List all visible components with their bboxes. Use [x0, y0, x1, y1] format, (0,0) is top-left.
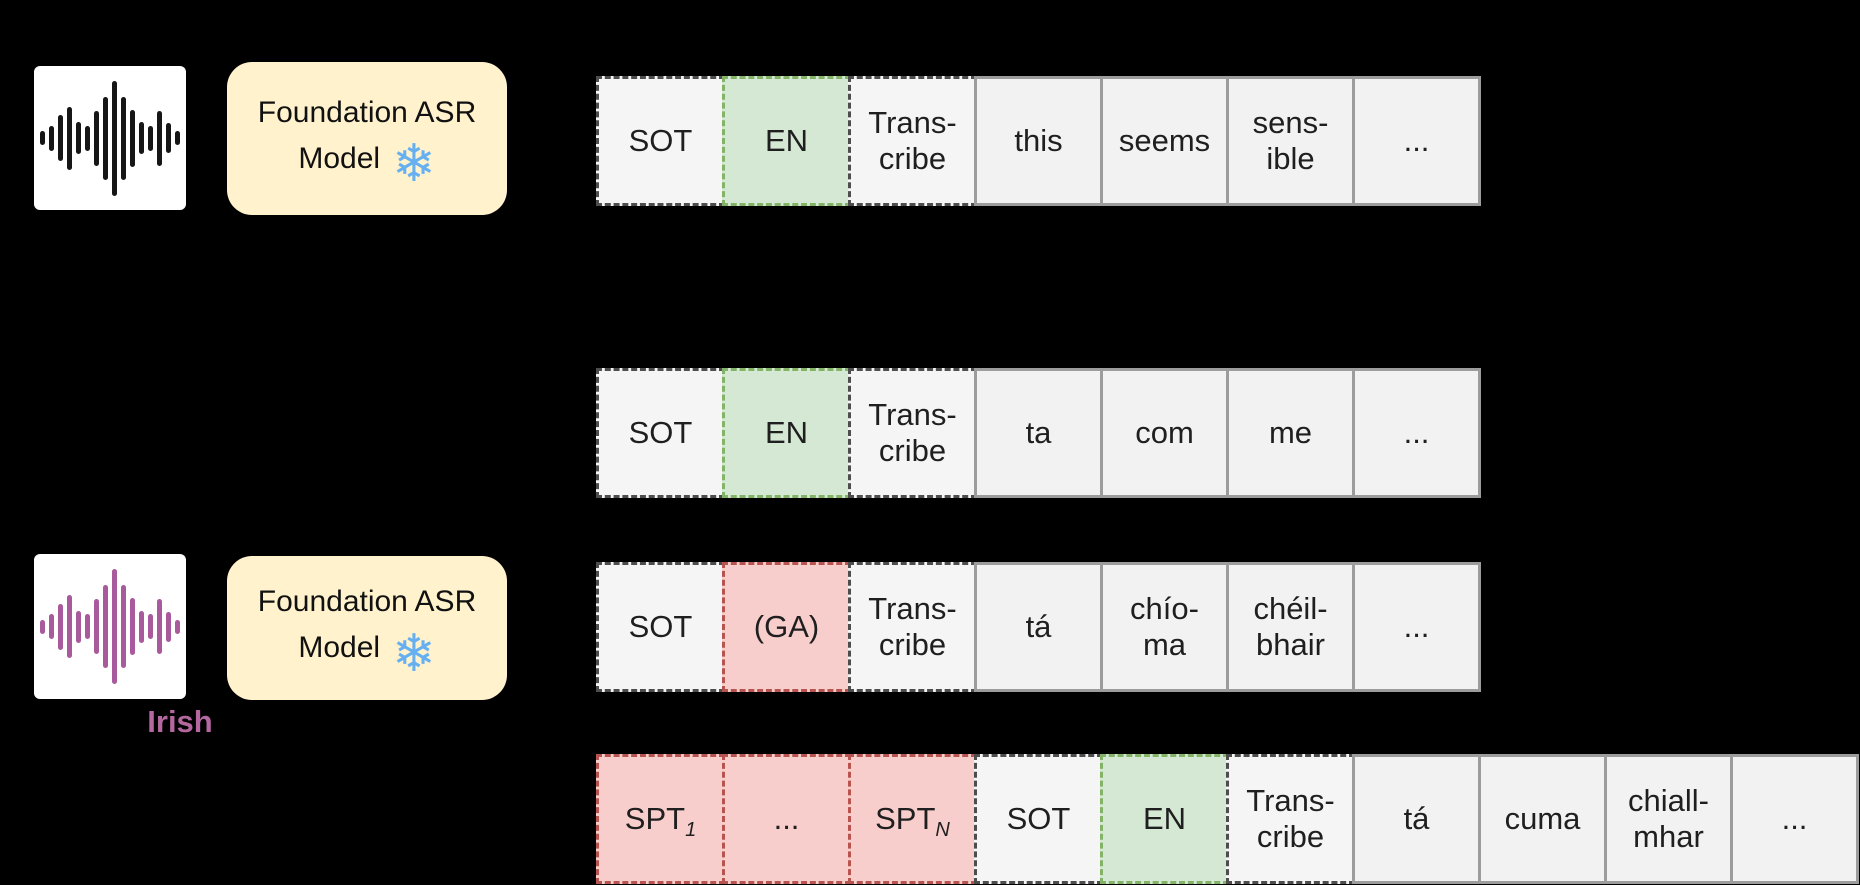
waveform-bar	[85, 125, 90, 151]
token-cell: chéil- bhair	[1226, 562, 1355, 692]
waveform-bar	[94, 599, 99, 654]
waveform-bar	[148, 125, 153, 151]
waveform-bar	[121, 585, 126, 668]
token-cell: seems	[1100, 76, 1229, 206]
token-cell: EN	[722, 76, 851, 206]
token-cell: ...	[1352, 76, 1481, 206]
model-box-label-line2: Model	[298, 141, 381, 175]
foundation-asr-model-box-irish: Foundation ASR Model ❄	[227, 556, 507, 700]
token-cell: SOT	[596, 562, 725, 692]
snowflake-frozen-icon: ❄	[392, 135, 436, 194]
waveform-bar	[112, 80, 117, 196]
token-cell: EN	[722, 368, 851, 498]
waveform-bar	[157, 599, 162, 654]
foundation-asr-model-box-english: Foundation ASR Model ❄	[227, 62, 507, 215]
token-cell: SOT	[596, 368, 725, 498]
token-cell: ...	[1352, 368, 1481, 498]
irish-language-label: Irish	[147, 704, 213, 739]
waveform-bar	[76, 122, 81, 154]
waveform-bar	[121, 96, 126, 180]
waveform-bar	[85, 614, 90, 639]
waveform-bar	[112, 569, 117, 684]
waveform-bar	[139, 122, 144, 154]
token-cell: ...	[1352, 562, 1481, 692]
waveform-bar	[130, 109, 135, 167]
waveform-bar	[76, 610, 81, 643]
token-cell: ...	[722, 754, 851, 884]
token-cell: tá	[1352, 754, 1481, 884]
token-cell: chiall- mhar	[1604, 754, 1733, 884]
token-cell: (GA)	[722, 562, 851, 692]
token-cell: me	[1226, 368, 1355, 498]
waveform-bar	[103, 585, 108, 668]
waveform-bar	[67, 595, 72, 658]
waveform-bar	[49, 125, 54, 151]
waveform-bar	[58, 603, 63, 650]
waveform-bar	[58, 115, 63, 161]
waveform-bar	[175, 619, 180, 634]
token-cell: Trans- cribe	[848, 562, 977, 692]
waveform-bar	[67, 106, 72, 170]
waveform-bar	[103, 96, 108, 180]
token-cell: cuma	[1478, 754, 1607, 884]
token-cell: Trans- cribe	[1226, 754, 1355, 884]
waveform-bar	[49, 614, 54, 639]
token-cell: SPT1	[596, 754, 725, 884]
token-cell: Trans- cribe	[848, 76, 977, 206]
token-cell: ...	[1730, 754, 1859, 884]
token-cell: SPTN	[848, 754, 977, 884]
model-box-label-line2: Model	[298, 631, 381, 664]
waveform-bar	[40, 619, 45, 634]
token-cell: sens- ible	[1226, 76, 1355, 206]
waveform-bar	[175, 131, 180, 145]
waveform-bar	[166, 611, 171, 642]
token-cell: tá	[974, 562, 1103, 692]
token-cell: ta	[974, 368, 1103, 498]
token-cell: com	[1100, 368, 1229, 498]
waveform-bar	[94, 110, 99, 166]
waveform-bar	[157, 110, 162, 166]
waveform-bar	[148, 614, 153, 639]
token-cell: Trans- cribe	[848, 368, 977, 498]
english-audio-waveform-icon	[34, 66, 186, 210]
token-cell: SOT	[974, 754, 1103, 884]
token-cell: EN	[1100, 754, 1229, 884]
model-box-label-line1: Foundation ASR	[257, 585, 477, 619]
snowflake-frozen-icon: ❄	[392, 624, 436, 683]
waveform-bar	[139, 610, 144, 643]
token-cell: this	[974, 76, 1103, 206]
waveform-bar	[130, 598, 135, 655]
irish-audio-waveform-icon	[34, 554, 186, 699]
waveform-bar	[40, 131, 45, 145]
model-box-label-line1: Foundation ASR	[257, 95, 477, 129]
token-cell: chío- ma	[1100, 562, 1229, 692]
waveform-bar	[166, 123, 171, 153]
token-cell: SOT	[596, 76, 725, 206]
